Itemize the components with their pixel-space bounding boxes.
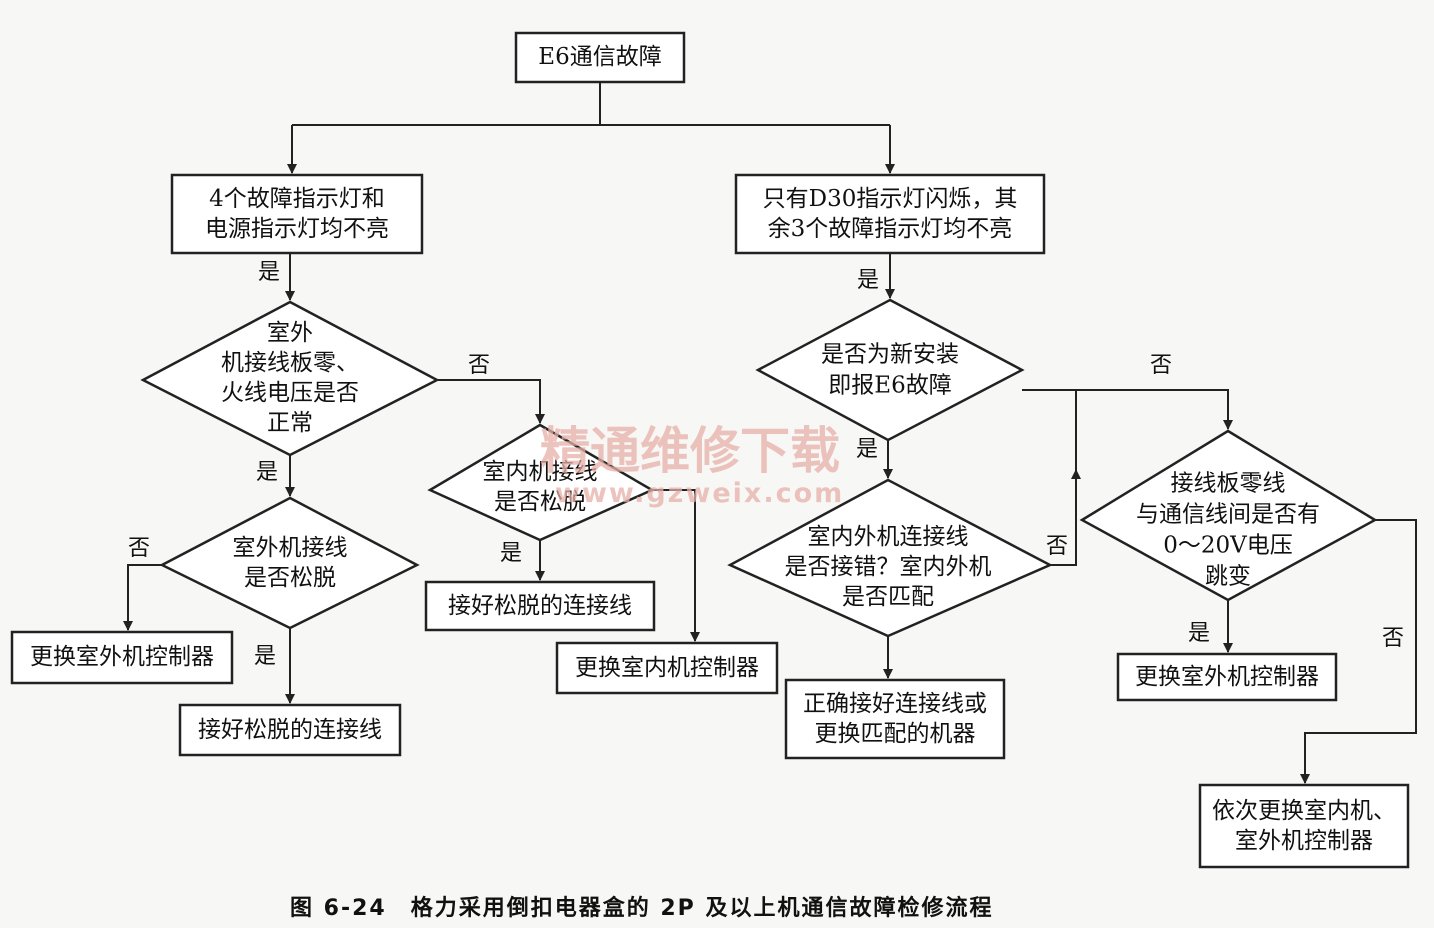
node-text-box-replace-indoor: 更换室内机控制器	[575, 655, 759, 681]
node-connect-left	[178, 703, 402, 757]
branch-labels: 是 是 否 否 是 是 是 是 否 否 是 否	[128, 260, 1404, 669]
node-text-left-cond: 电源指示灯均不亮	[205, 216, 389, 242]
decision-new-install	[755, 298, 1025, 442]
connectors	[123, 82, 1417, 784]
node-replace-outdoor-left	[10, 630, 234, 685]
node-replace-both	[1198, 783, 1410, 869]
node-text-dq-indoor-wire: 是否松脱	[494, 489, 586, 515]
decision-indoor-wire	[427, 423, 655, 542]
node-text-dq-outdoor-wire: 室外机接线	[233, 535, 348, 561]
node-text-dq-wiring-error: 是否接错？室内外机	[785, 554, 992, 580]
label-no: 否	[1046, 534, 1068, 559]
label-yes: 是	[500, 541, 522, 566]
node-text-dq-new-install: 即报E6故障	[828, 373, 951, 399]
node-text-dq-outdoor-voltage: 机接线板零、	[221, 350, 359, 376]
node-start	[514, 31, 686, 84]
decision-outdoor-voltage	[140, 300, 440, 457]
node-text-right-cond: 余3个故障指示灯均不亮	[768, 216, 1013, 242]
node-fix-wiring	[784, 678, 1006, 760]
watermark-url: www.gzweix.com	[555, 478, 844, 509]
label-no: 否	[1382, 626, 1404, 651]
node-text-dq-outdoor-voltage: 室外	[267, 320, 313, 346]
label-no: 否	[128, 536, 150, 561]
node-text-dq-new-install: 是否为新安装	[821, 342, 959, 368]
node-text-dq-outdoor-voltage: 火线电压是否	[221, 380, 359, 406]
label-yes: 是	[856, 437, 878, 462]
node-text-box-replace-outdoor-right: 更换室外机控制器	[1135, 664, 1319, 690]
node-text-dq-voltage-jump: 与通信线间是否有	[1136, 502, 1320, 528]
node-text-dq-wiring-error: 室内外机连接线	[808, 524, 969, 550]
label-yes: 是	[256, 460, 278, 485]
node-left-condition	[170, 173, 424, 255]
node-replace-indoor	[555, 641, 779, 695]
node-text-dq-voltage-jump: 接线板零线	[1171, 471, 1286, 497]
node-connect-mid	[424, 580, 656, 632]
node-text-dq-indoor-wire: 室内机接线	[483, 459, 598, 485]
node-text-start: E6通信故障	[538, 44, 661, 70]
node-text-box-replace-both: 依次更换室内机、	[1212, 798, 1396, 824]
node-right-condition	[734, 173, 1046, 255]
node-text-box-connect-left: 接好松脱的连接线	[198, 717, 382, 743]
node-text-box-replace-both: 室外机控制器	[1235, 828, 1373, 854]
label-no: 否	[468, 353, 490, 378]
node-text-dq-wiring-error: 是否匹配	[842, 584, 934, 610]
node-text-box-connect-mid: 接好松脱的连接线	[448, 593, 632, 619]
node-text-right-cond: 只有D30指示灯闪烁，其	[763, 186, 1018, 212]
figure-caption: 图 6-24 格力采用倒扣电器盒的 2P 及以上机通信故障检修流程	[290, 895, 993, 921]
node-text-dq-voltage-jump: 跳变	[1205, 564, 1251, 590]
label-yes: 是	[857, 268, 879, 293]
label-no: 否	[1150, 353, 1172, 378]
node-text-dq-outdoor-voltage: 正常	[267, 410, 313, 436]
decision-voltage-jump	[1079, 429, 1378, 602]
decision-outdoor-wire	[159, 496, 420, 630]
node-text-box-fix-wiring: 正确接好连接线或	[803, 691, 987, 717]
watermark-text: 精通维修下载	[540, 422, 840, 480]
node-text-dq-outdoor-wire: 是否松脱	[244, 565, 336, 591]
label-yes: 是	[254, 644, 276, 669]
node-text-dq-voltage-jump: 0～20V电压	[1163, 533, 1293, 559]
node-text-left-cond: 4个故障指示灯和	[209, 186, 385, 212]
node-text-box-replace-outdoor-left: 更换室外机控制器	[30, 644, 214, 670]
node-text-box-fix-wiring: 更换匹配的机器	[815, 721, 976, 747]
label-yes: 是	[258, 260, 280, 285]
label-yes: 是	[1188, 621, 1210, 646]
node-replace-outdoor-right	[1116, 652, 1338, 702]
decision-wiring-error	[727, 478, 1053, 638]
